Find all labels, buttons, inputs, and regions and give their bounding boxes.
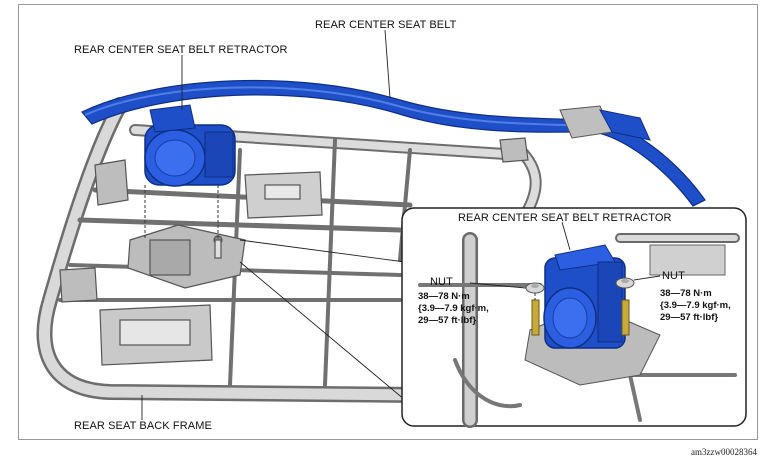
frame-brackets bbox=[59, 137, 529, 366]
label-rear-center-seat-belt-retractor: REAR CENTER SEAT BELT RETRACTOR bbox=[74, 44, 288, 56]
label-detail-retractor: REAR CENTER SEAT BELT RETRACTOR bbox=[458, 212, 672, 224]
rear-center-seat-belt-retractor bbox=[144, 104, 236, 187]
torque-spec-left: 38—78 N·m {3.9—7.9 kgf·m, 29—57 ft·lbf} bbox=[418, 291, 489, 327]
label-rear-seat-back-frame: REAR SEAT BACK FRAME bbox=[74, 420, 212, 432]
torque-left-line3: 29—57 ft·lbf} bbox=[418, 315, 477, 326]
detail-callout bbox=[401, 207, 747, 428]
torque-left-line2: {3.9—7.9 kgf·m, bbox=[418, 303, 489, 314]
document-id: am3zzw00028364 bbox=[691, 447, 757, 457]
torque-left-line1: 38—78 N·m bbox=[418, 291, 470, 302]
torque-right-line1: 38—78 N·m bbox=[660, 288, 712, 299]
leader-lines bbox=[141, 29, 406, 420]
label-rear-center-seat-belt: REAR CENTER SEAT BELT bbox=[315, 19, 457, 31]
rear-center-seat-belt bbox=[81, 79, 706, 207]
torque-spec-right: 38—78 N·m {3.9—7.9 kgf·m, 29—57 ft·lbf} bbox=[660, 288, 731, 324]
label-nut-left: NUT bbox=[430, 276, 453, 288]
detail-retractor bbox=[543, 244, 626, 349]
torque-right-line3: 29—57 ft·lbf} bbox=[660, 312, 719, 323]
label-nut-right: NUT bbox=[662, 270, 685, 282]
install-guide-lines bbox=[144, 185, 219, 240]
torque-right-line2: {3.9—7.9 kgf·m, bbox=[660, 300, 731, 311]
